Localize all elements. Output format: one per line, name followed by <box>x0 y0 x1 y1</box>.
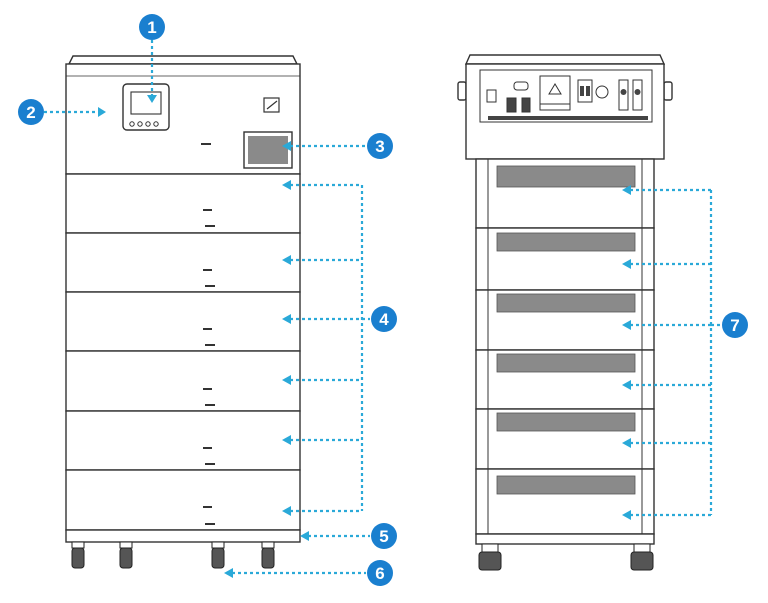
leader-lines <box>44 40 722 575</box>
callout-3-number: 3 <box>375 137 384 156</box>
front-view-battery-cabinet-icon <box>65 55 301 543</box>
rear-view-battery-cabinet-icon <box>457 54 673 545</box>
callout-2: 2 <box>18 99 44 125</box>
leader-7 <box>630 188 722 517</box>
callout-6-number: 6 <box>375 564 384 583</box>
callout-1-number: 1 <box>147 18 156 37</box>
top-cap <box>67 55 299 65</box>
rear-feet <box>478 543 654 571</box>
front-module-logos <box>203 209 215 525</box>
callout-2-number: 2 <box>26 103 35 122</box>
callout-4-number: 4 <box>379 310 389 329</box>
callout-7-number: 7 <box>730 316 739 335</box>
rear-vent-grilles <box>496 165 636 495</box>
callout-4: 4 <box>371 306 397 332</box>
callout-3: 3 <box>367 133 393 159</box>
callout-7: 7 <box>722 312 748 338</box>
callout-badges: 1 2 3 4 5 6 7 <box>18 14 748 586</box>
callout-5-number: 5 <box>379 527 388 546</box>
front-battery-modules <box>65 173 301 531</box>
callout-5: 5 <box>371 523 397 549</box>
leader-4 <box>290 183 370 513</box>
leader-arrowheads <box>98 95 631 578</box>
callout-6: 6 <box>367 560 393 586</box>
callout-1: 1 <box>139 14 165 40</box>
front-base <box>65 529 301 543</box>
caster-wheel-icon <box>71 541 275 569</box>
